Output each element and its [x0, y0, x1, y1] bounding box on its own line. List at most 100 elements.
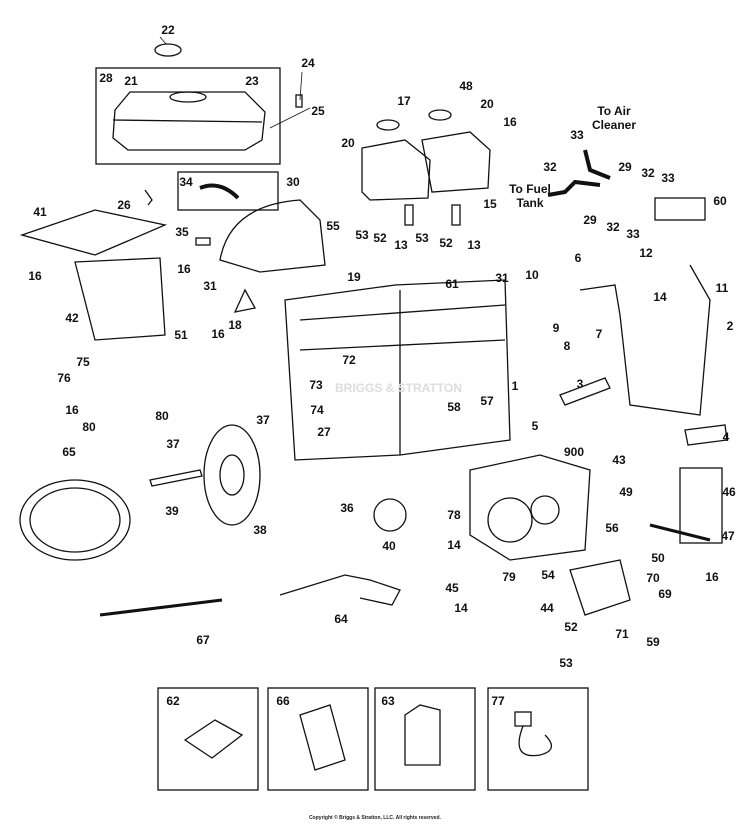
callout-52: 52: [564, 620, 578, 634]
bolt-icon: [295, 94, 303, 108]
callout-5: 5: [531, 419, 539, 433]
callout-17: 17: [397, 94, 411, 108]
callout-1: 1: [511, 379, 519, 393]
callout-13: 13: [394, 238, 408, 252]
callout-21: 21: [124, 74, 138, 88]
callout-48: 48: [459, 79, 473, 93]
callout-42: 42: [65, 311, 79, 325]
callout-31: 31: [203, 279, 217, 293]
callout-50: 50: [651, 551, 665, 565]
callout-72: 72: [342, 353, 356, 367]
callout-16: 16: [65, 403, 79, 417]
oil-bottle-icon: [404, 704, 441, 766]
callout-6: 6: [574, 251, 582, 265]
battery-charger-icon: [514, 711, 532, 727]
callout-55: 55: [326, 219, 340, 233]
callout-900: 900: [563, 445, 585, 459]
callout-74: 74: [310, 403, 324, 417]
fuel-valve-icon: [144, 189, 153, 206]
kit-box-77: [487, 687, 589, 791]
callout-3: 3: [576, 377, 584, 391]
callout-7: 7: [595, 327, 603, 341]
handle-icon: [579, 264, 711, 416]
muffler-bracket-icon: [649, 523, 711, 542]
callout-53: 53: [415, 231, 429, 245]
callout-32: 32: [606, 220, 620, 234]
callout-2: 2: [726, 319, 734, 333]
pressure-hose-icon: [19, 479, 131, 561]
callout-80: 80: [155, 409, 169, 423]
callout-47: 47: [721, 529, 735, 543]
callout-15: 15: [483, 197, 497, 211]
callout-32: 32: [543, 160, 557, 174]
callout-30: 30: [286, 175, 300, 189]
wheel-icon: [203, 424, 261, 526]
callout-76: 76: [57, 371, 71, 385]
callout-54: 54: [541, 568, 555, 582]
hose-icon: [547, 149, 611, 197]
callout-25: 25: [311, 104, 325, 118]
callout-33: 33: [661, 171, 675, 185]
callout-52: 52: [439, 236, 453, 250]
fittings-kit-icon: [183, 719, 244, 759]
callout-38: 38: [253, 523, 267, 537]
callout-45: 45: [445, 581, 459, 595]
callout-56: 56: [605, 521, 619, 535]
tank-cap-icon: [428, 109, 452, 121]
callout-4: 4: [722, 430, 730, 444]
callout-16: 16: [28, 269, 42, 283]
watermark-icon: BRIGGS & STRATTON: [335, 381, 462, 395]
label-icon: [195, 237, 211, 246]
callout-18: 18: [228, 318, 242, 332]
muffler-icon: [679, 467, 723, 544]
callout-37: 37: [256, 413, 270, 427]
callout-60: 60: [713, 194, 727, 208]
callout-8: 8: [563, 339, 571, 353]
callout-19: 19: [347, 270, 361, 284]
base-plate-icon: [19, 209, 168, 256]
manual-icon: [299, 704, 346, 771]
spray-gun-icon: [279, 574, 401, 606]
callout-36: 36: [340, 501, 354, 515]
callout-24: 24: [301, 56, 315, 70]
callout-16: 16: [211, 327, 225, 341]
caster-wheel-icon: [373, 498, 407, 532]
callout-41: 41: [33, 205, 47, 219]
tank-cap-icon: [376, 119, 400, 131]
callout-10: 10: [525, 268, 539, 282]
valve-icon: [404, 204, 414, 226]
kit-box-62: [157, 687, 259, 791]
callout-29: 29: [618, 160, 632, 174]
callout-73: 73: [309, 378, 323, 392]
frame-icon: [284, 279, 511, 461]
callout-33: 33: [626, 227, 640, 241]
callout-16: 16: [503, 115, 517, 129]
callout-28: 28: [99, 71, 113, 85]
pump-icon: [569, 559, 631, 616]
callout-52: 52: [373, 231, 387, 245]
callout-23: 23: [245, 74, 259, 88]
fuel-tank-icon: [112, 91, 266, 151]
callout-65: 65: [62, 445, 76, 459]
callout-59: 59: [646, 635, 660, 649]
callout-69: 69: [658, 587, 672, 601]
callout-70: 70: [646, 571, 660, 585]
callout-32: 32: [641, 166, 655, 180]
callout-43: 43: [612, 453, 626, 467]
callout-14: 14: [454, 601, 468, 615]
callout-53: 53: [559, 656, 573, 670]
callout-16: 16: [705, 570, 719, 584]
bracket-icon: [559, 377, 611, 406]
callout-13: 13: [467, 238, 481, 252]
callout-14: 14: [653, 290, 667, 304]
callout-75: 75: [76, 355, 90, 369]
callout-40: 40: [382, 539, 396, 553]
callout-33: 33: [570, 128, 584, 142]
valve-icon: [451, 204, 461, 226]
callout-26: 26: [117, 198, 131, 212]
callout-34: 34: [179, 175, 193, 189]
copyright-notice: Copyright © Briggs & Stratton, LLC. All …: [309, 815, 441, 821]
